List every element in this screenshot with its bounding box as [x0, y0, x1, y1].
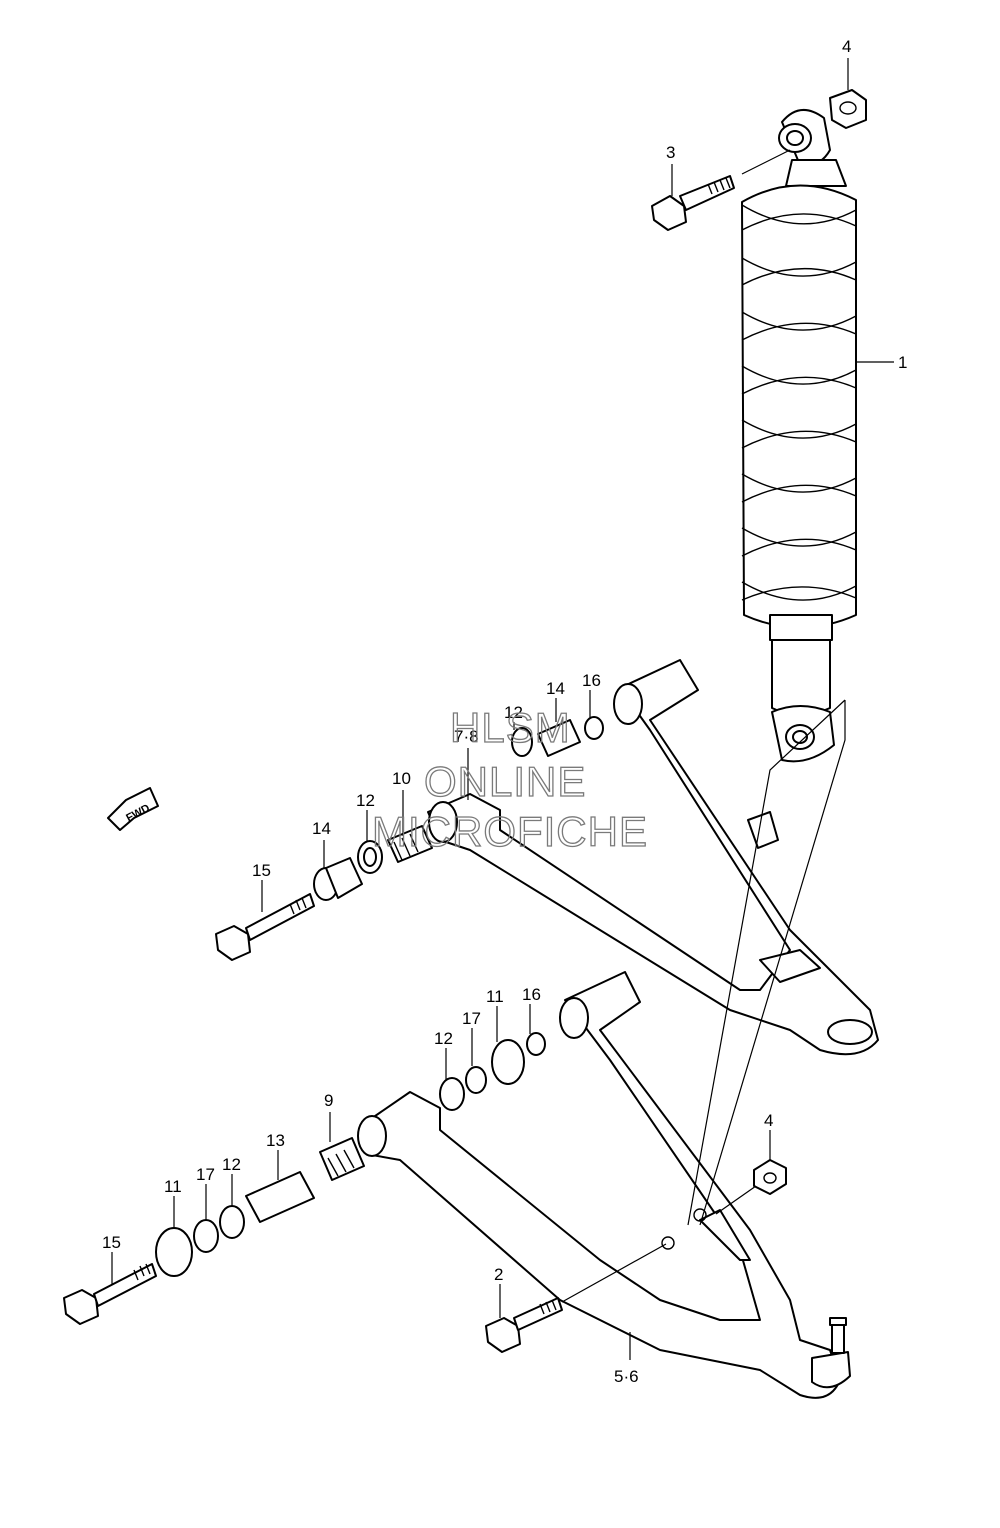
callout-5-6: 5·6	[614, 1367, 639, 1386]
nut-4-top	[829, 89, 867, 129]
callout-14-b: 14	[546, 679, 565, 698]
callout-9: 9	[324, 1091, 333, 1110]
callout-12-b: 12	[504, 703, 523, 722]
lower-suspension-arm	[357, 971, 841, 1399]
alignment-line-nut4	[715, 1185, 757, 1215]
callout-16-a: 16	[582, 671, 601, 690]
watermark-line-2: ONLINE	[424, 758, 586, 805]
callout-11-lower: 11	[164, 1177, 182, 1196]
coil-spring	[741, 184, 857, 629]
callout-3: 3	[666, 143, 675, 162]
callout-12-a: 12	[356, 791, 375, 810]
bolt-2	[485, 1297, 563, 1353]
watermark-line-3: MICROFICHE	[372, 808, 648, 855]
upper-suspension-arm	[427, 659, 879, 1056]
nut-4-lower	[753, 1159, 787, 1195]
watermark-line-1: HLSM	[450, 704, 571, 751]
callout-11-upper: 11	[486, 987, 504, 1006]
callout-2: 2	[494, 1265, 503, 1284]
upper-pivot-hardware	[215, 716, 604, 961]
callout-4-lower: 4	[764, 1111, 773, 1130]
callout-12-d: 12	[222, 1155, 241, 1174]
callout-1: 1	[898, 353, 907, 372]
callout-15-a: 15	[252, 861, 271, 880]
alignment-line-shock-lower	[687, 699, 846, 1226]
callout-10: 10	[392, 769, 411, 788]
callout-17-a: 17	[462, 1009, 481, 1028]
watermark: HLSM ONLINE MICROFICHE	[371, 703, 648, 855]
callout-12-c: 12	[434, 1029, 453, 1048]
callout-16-b: 16	[522, 985, 541, 1004]
callout-leaders	[111, 58, 894, 1360]
callout-15-b: 15	[102, 1233, 121, 1252]
callout-7-8: 7·8	[454, 727, 479, 746]
shock-absorber	[741, 109, 857, 763]
callout-13: 13	[266, 1131, 285, 1150]
bolt-3	[651, 175, 735, 231]
callout-17-b: 17	[196, 1165, 215, 1184]
callout-labels: 4 3 1 4 2 5·6 7·8 9 10 11 11 12 12 12 12…	[102, 37, 907, 1386]
callout-14-a: 14	[312, 819, 331, 838]
ball-joint	[811, 1317, 851, 1389]
alignment-line-shock-top	[741, 149, 791, 175]
alignment-line-bolt2	[561, 1243, 667, 1303]
callout-4-top: 4	[842, 37, 851, 56]
forward-direction-arrow: FWD	[107, 787, 159, 831]
